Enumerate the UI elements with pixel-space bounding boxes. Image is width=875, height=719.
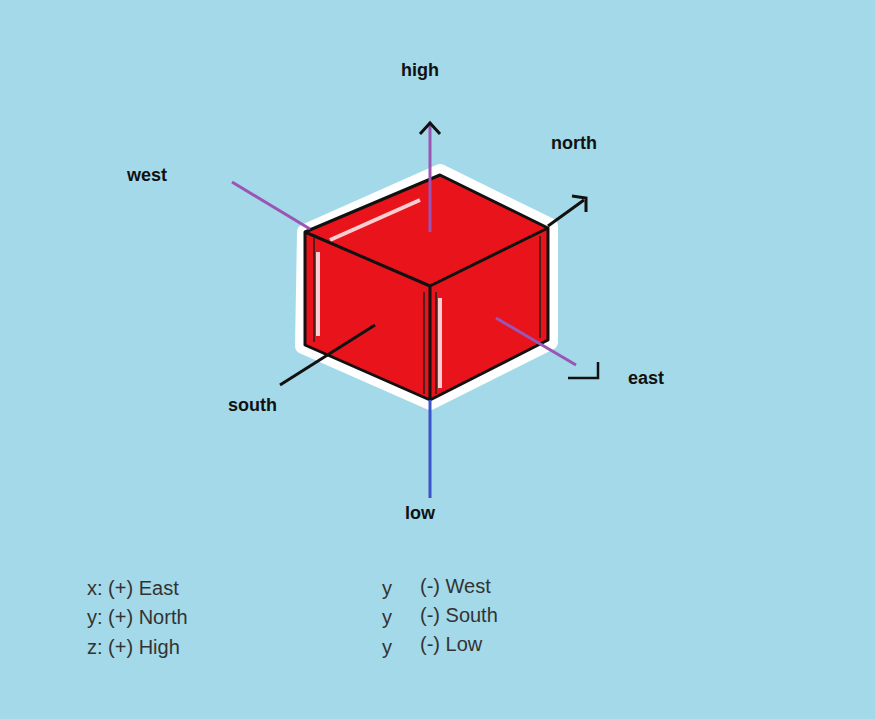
high-axis bbox=[429, 124, 432, 232]
cube-left-face bbox=[305, 232, 430, 400]
high-arrowhead bbox=[420, 123, 440, 134]
south-axis bbox=[280, 325, 375, 385]
legend-text: y bbox=[382, 636, 392, 659]
cube bbox=[303, 172, 550, 402]
west-axis bbox=[232, 182, 310, 229]
east-axis bbox=[496, 318, 576, 365]
east-bracket bbox=[568, 362, 598, 378]
axis-label: high bbox=[401, 60, 439, 81]
axis-label: north bbox=[551, 133, 597, 154]
legend-text: z: (+) High bbox=[87, 636, 180, 659]
legend-text: y: (+) North bbox=[87, 606, 188, 629]
legend-text: y bbox=[382, 577, 392, 600]
axis-label: east bbox=[628, 368, 664, 389]
legend-text: (-) West bbox=[420, 575, 491, 598]
cube-outline bbox=[305, 175, 548, 400]
axes bbox=[232, 123, 598, 498]
axis-label: west bbox=[127, 165, 167, 186]
legend-text: x: (+) East bbox=[87, 577, 179, 600]
north-arrowhead bbox=[572, 196, 586, 212]
cube-halo bbox=[303, 172, 550, 402]
low-axis bbox=[429, 400, 432, 498]
axis-label: south bbox=[228, 395, 277, 416]
north-axis bbox=[548, 200, 584, 226]
cube-inner-edge bbox=[314, 236, 540, 394]
legend-text: y bbox=[382, 606, 392, 629]
cube-right-face bbox=[430, 228, 548, 400]
legend-text: (-) South bbox=[420, 604, 498, 627]
legend-text: (-) Low bbox=[420, 633, 482, 656]
axis-label: low bbox=[405, 503, 435, 524]
